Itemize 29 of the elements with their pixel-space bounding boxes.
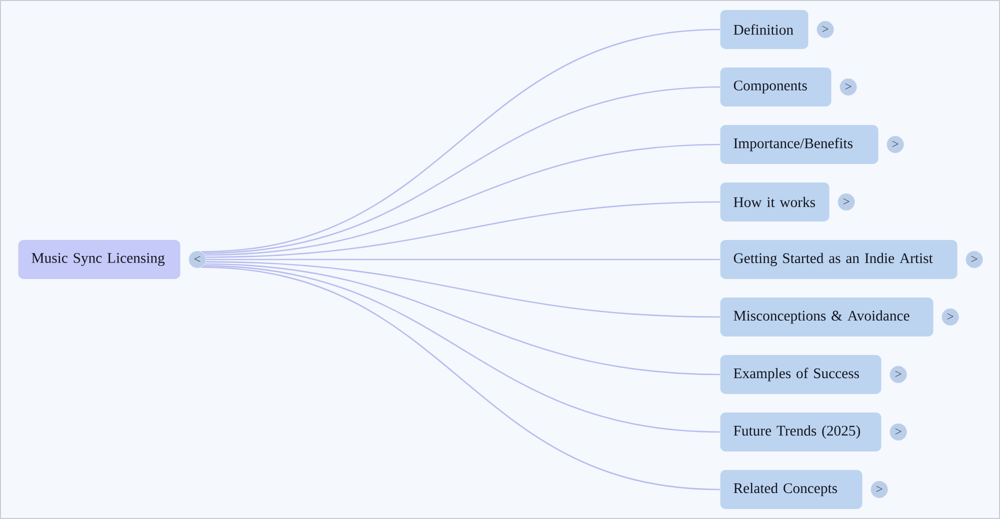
topic-box: Music Sync Licensing bbox=[18, 240, 180, 279]
topic-box: Related Concepts bbox=[720, 470, 862, 509]
topic-box: Misconceptions & Avoidance bbox=[720, 298, 934, 336]
toggle-button: > bbox=[966, 251, 983, 268]
toggle-button: > bbox=[886, 136, 904, 153]
connector bbox=[204, 263, 720, 376]
toggle-button: > bbox=[942, 308, 959, 326]
topic-box: Components bbox=[720, 68, 832, 106]
topic-box: Future Trends (2025) bbox=[720, 412, 882, 452]
toggle-button: > bbox=[838, 194, 855, 210]
topic-box: Importance/Benefits bbox=[720, 125, 878, 164]
connector bbox=[203, 86, 720, 254]
topic-box: Getting Started as an Indie Artist bbox=[720, 240, 958, 279]
toggle-button: > bbox=[840, 78, 857, 96]
connector bbox=[206, 261, 720, 318]
connector bbox=[204, 144, 720, 256]
topic-box: How it works bbox=[720, 182, 830, 222]
toggle-button: > bbox=[890, 424, 907, 440]
toggle-button: > bbox=[816, 21, 834, 38]
toggle-button: < bbox=[188, 251, 206, 268]
topic-box: Examples of Success bbox=[720, 355, 882, 394]
topic-box: Definition bbox=[720, 10, 808, 49]
connector bbox=[201, 266, 720, 490]
toggle-button: > bbox=[870, 481, 888, 498]
connector bbox=[206, 201, 720, 258]
toggle-button: > bbox=[890, 366, 907, 383]
connector bbox=[206, 258, 720, 260]
connector bbox=[203, 265, 720, 433]
connector bbox=[201, 28, 720, 252]
